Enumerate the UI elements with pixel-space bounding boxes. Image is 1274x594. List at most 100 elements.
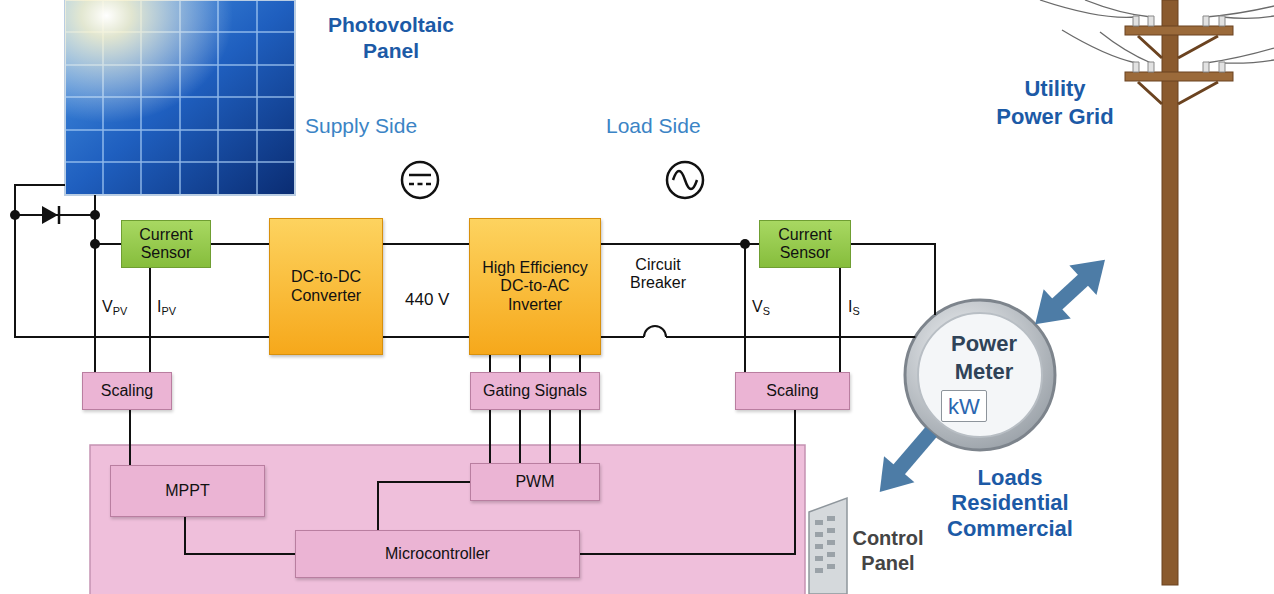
loads-label: Loads Residential Commercial bbox=[930, 465, 1090, 541]
meter-picture bbox=[905, 300, 1055, 450]
voltage-label: 440 V bbox=[405, 290, 449, 310]
wire-line bbox=[580, 410, 795, 554]
box-label: PWM bbox=[515, 473, 554, 491]
meter-face bbox=[918, 313, 1042, 437]
wire bbox=[601, 244, 759, 245]
panel-surface bbox=[65, 0, 295, 195]
side-label: Supply Side bbox=[305, 114, 417, 138]
ac-symbol bbox=[667, 162, 703, 198]
pole bbox=[1162, 0, 1178, 585]
wire bbox=[15, 185, 269, 337]
signal-name: VS bbox=[752, 298, 770, 316]
wire-line bbox=[378, 482, 470, 530]
inverter-box: High Efficiency DC-to-AC Inverter bbox=[469, 218, 601, 355]
wire-line bbox=[851, 244, 935, 315]
panel-title: Photovoltaic Panel bbox=[323, 12, 459, 65]
breaker-gap bbox=[644, 335, 666, 340]
wire-line bbox=[149, 268, 151, 372]
junction-dot bbox=[90, 210, 100, 220]
subscript: PV bbox=[161, 305, 176, 317]
arrowhead bbox=[1035, 289, 1071, 324]
box-label: DC-to-DC Converter bbox=[276, 268, 376, 305]
diode-symbol bbox=[42, 206, 58, 224]
wire bbox=[130, 410, 131, 465]
junction-dot bbox=[90, 239, 100, 249]
junction-dot bbox=[10, 210, 20, 220]
wire-line bbox=[185, 517, 295, 554]
box-label: Current Sensor bbox=[766, 226, 844, 263]
wire-line bbox=[15, 185, 269, 337]
panel-label: Control Panel bbox=[849, 526, 927, 576]
wire-line bbox=[839, 268, 841, 372]
wire-line bbox=[383, 336, 469, 338]
wire bbox=[383, 337, 469, 338]
junction-dot bbox=[740, 239, 750, 249]
breaker-label: Circuit Breaker bbox=[616, 256, 700, 293]
symbol-ring bbox=[402, 162, 438, 198]
meter-title: Power Meter bbox=[938, 330, 1030, 385]
current-sensor: Current Sensor bbox=[759, 220, 851, 268]
box-label: Scaling bbox=[766, 382, 818, 400]
wire bbox=[95, 195, 121, 244]
wire-line bbox=[489, 410, 491, 463]
wire-line bbox=[489, 355, 491, 372]
dc-symbol bbox=[402, 162, 438, 198]
wire bbox=[150, 268, 151, 372]
crossarm bbox=[1125, 72, 1233, 81]
meter-display: kW bbox=[941, 390, 987, 422]
arrowhead bbox=[880, 456, 915, 492]
arrow-shaft bbox=[1055, 278, 1085, 306]
side-label: Load Side bbox=[606, 114, 701, 138]
wire-line bbox=[129, 410, 131, 465]
sun-glare bbox=[65, 0, 295, 195]
wire bbox=[378, 482, 470, 530]
wire-line bbox=[601, 243, 759, 245]
mppt-box: MPPT bbox=[110, 465, 265, 517]
voltage-tap bbox=[94, 244, 96, 372]
scaling-box: Scaling bbox=[735, 372, 850, 410]
wire bbox=[185, 517, 295, 554]
signal-name: IS bbox=[848, 298, 860, 316]
gating-box: Gating Signals bbox=[470, 372, 600, 410]
dc-line bbox=[409, 174, 431, 177]
wire bbox=[490, 410, 491, 463]
control-panel: Control Panel bbox=[805, 492, 927, 594]
breaker-symbol bbox=[644, 326, 666, 337]
power-meter: Power Meter kW bbox=[905, 300, 1055, 450]
arrow-shaft bbox=[897, 432, 931, 472]
wire bbox=[601, 337, 915, 338]
current-sensor: Current Sensor bbox=[121, 220, 211, 268]
box-label: Gating Signals bbox=[483, 382, 587, 400]
control-panel-picture bbox=[809, 498, 847, 594]
signal-name: IPV bbox=[157, 298, 176, 316]
solar-panel-picture bbox=[65, 0, 295, 195]
wire bbox=[383, 244, 469, 245]
wire bbox=[851, 244, 935, 315]
breaker-slots bbox=[815, 516, 835, 573]
wire bbox=[211, 244, 269, 245]
voltage-tap bbox=[744, 244, 746, 372]
insulators bbox=[1133, 16, 1225, 72]
pwm-box: PWM bbox=[470, 463, 600, 501]
grid-title: Utility Power Grid bbox=[993, 75, 1117, 130]
sine-wave bbox=[673, 171, 697, 189]
scaling-box: Scaling bbox=[82, 372, 172, 410]
wire-line bbox=[95, 195, 121, 244]
diode-bar bbox=[58, 206, 61, 224]
dc-dashes bbox=[409, 183, 431, 186]
wire bbox=[490, 355, 491, 372]
dc-dc-converter: DC-to-DC Converter bbox=[269, 218, 383, 355]
box-label: Microcontroller bbox=[385, 545, 490, 563]
flow-arrow bbox=[880, 432, 931, 492]
wire-line bbox=[211, 243, 269, 245]
crossarm bbox=[1125, 26, 1233, 35]
box-label: High Efficiency DC-to-AC Inverter bbox=[476, 259, 594, 314]
subscript: S bbox=[763, 305, 770, 317]
symbol-ring bbox=[667, 162, 703, 198]
signal-name: VPV bbox=[102, 298, 127, 316]
microcontroller-box: Microcontroller bbox=[295, 530, 580, 578]
panel-box bbox=[809, 498, 847, 594]
pv-panel: Photovoltaic Panel bbox=[65, 0, 295, 195]
subscript: PV bbox=[113, 305, 128, 317]
